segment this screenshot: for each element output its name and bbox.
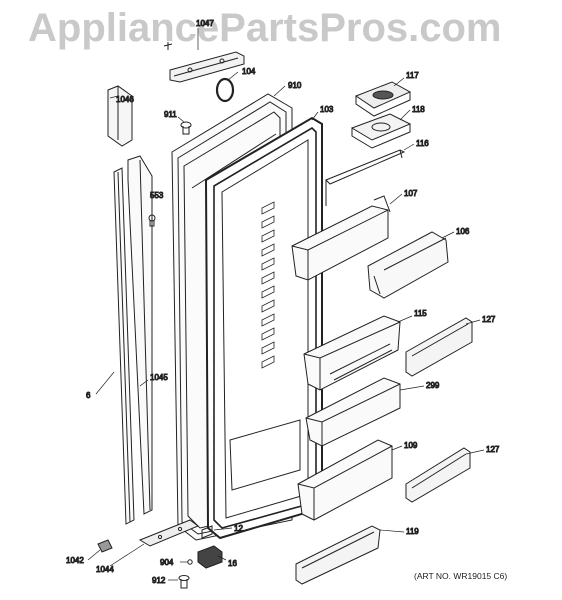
callout-103: 103 [320, 105, 334, 114]
door-bin-299 [305, 377, 401, 447]
small-screw [148, 214, 156, 227]
grommet-ring [215, 77, 235, 103]
callout-116: 116 [416, 139, 429, 148]
callout-117: 117 [406, 71, 419, 80]
callout-12: 12 [234, 524, 243, 533]
door-bin-109 [297, 439, 393, 521]
door-trim-strip-2 [127, 155, 153, 515]
callout-106: 106 [456, 227, 470, 236]
bin-front-119 [295, 525, 381, 585]
art-number: (ART NO. WR19015 C6) [414, 571, 508, 581]
bottom-bracket-1042 [97, 539, 113, 553]
shelf-bar [325, 149, 406, 206]
callout-912: 912 [152, 576, 166, 585]
hinge-block-16 [197, 545, 223, 569]
callout-127-lower: 127 [486, 445, 500, 454]
leader-lines [87, 28, 485, 581]
callout-16: 16 [228, 559, 237, 568]
bolt-904 [187, 559, 193, 565]
callout-299: 299 [426, 381, 440, 390]
pin-912 [178, 575, 190, 589]
callout-127-upper: 127 [482, 315, 496, 324]
bin-trim-lower [405, 447, 471, 503]
callout-109: 109 [404, 441, 418, 450]
callout-6: 6 [86, 391, 91, 400]
dispenser-cover [354, 81, 412, 117]
callout-1045: 1045 [150, 373, 168, 382]
door-bin-115 [303, 315, 401, 391]
callout-1044: 1044 [96, 565, 114, 574]
callout-904: 904 [160, 558, 174, 567]
bottom-hinge-bracket [138, 519, 199, 547]
callout-1046: 1046 [116, 95, 134, 104]
callout-911: 911 [164, 110, 177, 119]
callout-1047: 1047 [196, 19, 214, 28]
callout-910: 910 [288, 81, 302, 90]
side-trim-upper [107, 85, 133, 147]
door-trim-strip [113, 167, 135, 525]
door-liner [204, 116, 323, 540]
dispenser-frame [350, 113, 412, 149]
callout-107: 107 [404, 189, 418, 198]
hinge-clip-12 [201, 525, 213, 539]
bin-trim-upper [405, 317, 473, 377]
top-hinge-bracket [163, 42, 245, 83]
door-bin-106 [367, 231, 449, 299]
callout-1042: 1042 [66, 556, 84, 565]
callout-115: 115 [414, 309, 427, 318]
screw [180, 121, 192, 135]
callout-118: 118 [412, 105, 425, 114]
callout-104: 104 [242, 67, 256, 76]
callout-119: 119 [406, 527, 419, 536]
watermark: AppliancePartsPros.com [28, 6, 502, 50]
callout-553: 553 [150, 191, 164, 200]
door-bin-107 [291, 195, 391, 281]
